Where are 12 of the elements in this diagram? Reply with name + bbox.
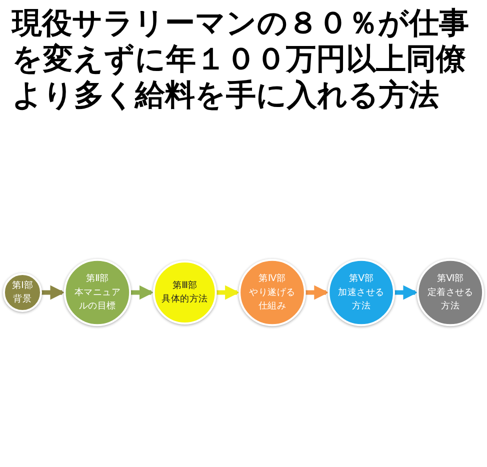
arrow bbox=[130, 285, 154, 300]
title: 現役サラリーマンの８０％が仕事を変えずに年１００万円以上同僚より多く給料を手に入れる方法 bbox=[10, 5, 470, 115]
arrow bbox=[304, 285, 329, 300]
node-circle: 第Ⅳ部 やり遂げる仕組み bbox=[238, 258, 306, 326]
node-circle: 第Ⅰ部 背景 bbox=[2, 273, 42, 312]
arrow bbox=[216, 285, 240, 300]
node-circle: 第Ⅵ部 定着させる方法 bbox=[416, 258, 484, 326]
node-circle: 第Ⅴ部 加速させる方法 bbox=[328, 258, 395, 326]
arrow bbox=[394, 285, 418, 300]
node-circle: 第Ⅱ部 本マニュアルの目標 bbox=[64, 258, 132, 326]
arrow bbox=[41, 285, 65, 300]
node-circle: 第Ⅲ部 具体的方法 bbox=[152, 260, 217, 324]
